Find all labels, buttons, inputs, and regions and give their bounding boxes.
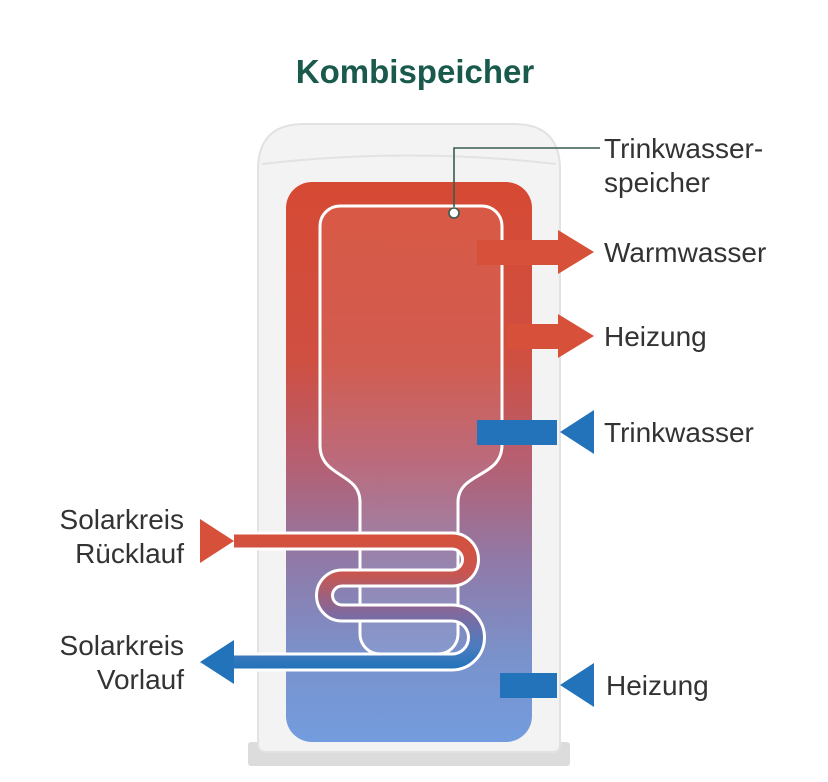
heizung-return-arrow-bar bbox=[500, 673, 557, 698]
trinkwasser-arrow bbox=[477, 410, 594, 454]
heizung-supply-label: Heizung bbox=[604, 321, 707, 352]
heizung-supply-arrow-head bbox=[558, 314, 594, 358]
heizung-return-label: Heizung bbox=[606, 670, 709, 701]
warmwasser-arrow bbox=[477, 230, 594, 274]
inner-tank-label-line1: Trinkwasser- bbox=[604, 133, 763, 164]
heizung-supply-arrow bbox=[507, 314, 594, 358]
solar-vorlauf-label-line1: Solarkreis bbox=[60, 630, 184, 661]
tank-lid-seam bbox=[261, 154, 557, 165]
heizung-return-arrow bbox=[500, 663, 594, 707]
tank-water-gradient bbox=[286, 182, 532, 742]
trinkwasser-arrow-head bbox=[560, 410, 594, 454]
heat-exchanger-coil bbox=[234, 534, 483, 669]
pointer-dot bbox=[448, 207, 460, 219]
trinkwasser-label: Trinkwasser bbox=[604, 417, 754, 448]
heizung-supply-arrow-bar bbox=[507, 324, 558, 349]
warmwasser-label: Warmwasser bbox=[604, 237, 766, 268]
inner-tank-label-line2: speicher bbox=[604, 167, 710, 198]
heizung-return-arrow-head bbox=[560, 663, 594, 707]
solar-ruecklauf-label-line2: Rücklauf bbox=[75, 538, 184, 569]
pointer-line bbox=[453, 147, 600, 207]
solar-ruecklauf-arrow-head bbox=[200, 519, 234, 563]
warmwasser-arrow-head bbox=[558, 230, 594, 274]
warmwasser-arrow-bar bbox=[477, 240, 558, 265]
page-title: Kombispeicher bbox=[296, 53, 535, 90]
solar-vorlauf-label-line2: Vorlauf bbox=[97, 664, 184, 695]
solar-vorlauf-arrow-head bbox=[200, 640, 234, 684]
trinkwasser-arrow-bar bbox=[477, 420, 557, 445]
solar-ruecklauf-label-line1: Solarkreis bbox=[60, 504, 184, 535]
